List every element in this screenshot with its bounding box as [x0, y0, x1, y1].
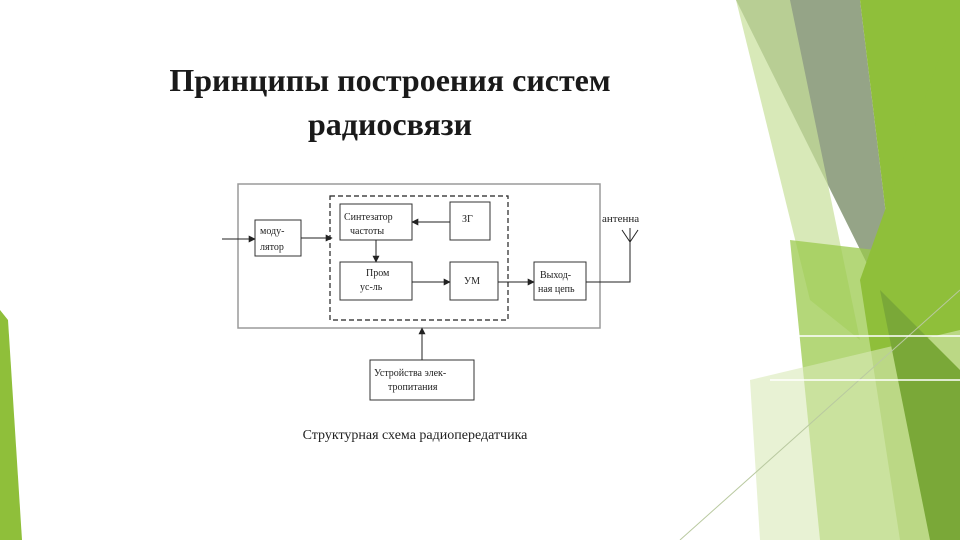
generator-label: ЗГ — [462, 214, 473, 225]
block-synthesizer: Синтезатор частоты — [339, 203, 413, 241]
title-line-2: радиосвязи — [307, 106, 473, 142]
power-supply-line-1: Устройства элек- — [374, 368, 446, 379]
synthesizer-line-2: частоты — [350, 226, 384, 237]
diagram-caption: Структурная схема радиопередатчика — [302, 428, 528, 443]
preamp-line-2: ус-ль — [360, 282, 383, 293]
power-supply-line-2: тропитания — [388, 382, 438, 393]
title-line-1: Принципы построения систем — [169, 62, 611, 98]
block-power-amp: УМ — [449, 261, 499, 301]
modulator-line-2: лятор — [260, 242, 284, 253]
dashed-group — [329, 195, 509, 321]
block-generator: ЗГ — [449, 201, 491, 241]
slide-title: Принципы построения систем радиосвязи — [90, 58, 690, 146]
deco-dark-wedge — [880, 290, 960, 540]
power-amp-label: УМ — [464, 276, 480, 287]
block-power-supply: Устройства элек- тропитания — [369, 359, 475, 401]
output-line-1: Выход- — [540, 270, 571, 281]
outer-frame — [237, 183, 601, 329]
block-output-circuit: Выход- ная цепь — [533, 261, 587, 301]
modulator-line-1: моду- — [260, 226, 284, 237]
antenna-label: антенна — [602, 213, 639, 225]
antenna-icon — [586, 228, 639, 283]
preamp-line-1: Пром — [366, 268, 390, 279]
block-modulator: моду- лятор — [254, 219, 302, 257]
output-line-2: ная цепь — [538, 284, 575, 295]
deco-left-wedge — [0, 310, 22, 540]
block-preamp: Пром ус-ль — [339, 261, 413, 301]
transmitter-block-diagram: моду- лятор Синтезатор частоты ЗГ Пром у… — [222, 183, 639, 401]
deco-line-1 — [679, 289, 960, 540]
synthesizer-line-1: Синтезатор — [344, 212, 393, 223]
